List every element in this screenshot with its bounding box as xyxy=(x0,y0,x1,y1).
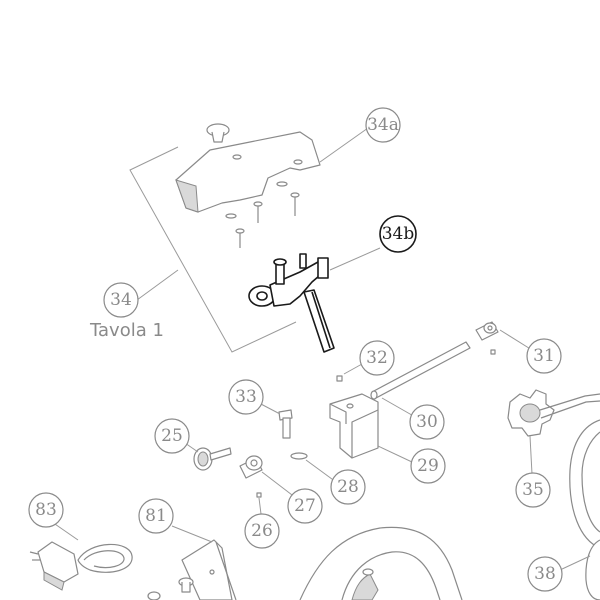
callout-32: 32 xyxy=(359,340,395,376)
part-33-screw xyxy=(258,402,293,439)
callout-38: 38 xyxy=(527,556,563,592)
callout-83-label: 83 xyxy=(35,500,57,520)
callout-29-label: 29 xyxy=(417,456,439,476)
part-34b-arm-assembly xyxy=(248,247,381,353)
callout-35-label: 35 xyxy=(522,480,544,500)
callout-25: 25 xyxy=(154,418,190,454)
group-34-bracket xyxy=(129,146,297,353)
callout-34b-label: 34b xyxy=(382,224,415,244)
callout-38-label: 38 xyxy=(534,564,556,584)
callout-31-label: 31 xyxy=(533,346,555,366)
part-83-power-plug xyxy=(29,521,133,591)
table-label: Tavola 1 xyxy=(90,320,164,341)
callout-29: 29 xyxy=(410,448,446,484)
callout-26: 26 xyxy=(244,513,280,549)
part-32-pin xyxy=(336,363,363,382)
callout-34b: 34b xyxy=(379,215,417,253)
main-housing-bottom xyxy=(299,526,463,600)
callout-81: 81 xyxy=(138,498,174,534)
part-25-screw xyxy=(184,442,232,471)
part-35-knob xyxy=(507,389,600,475)
callout-27: 27 xyxy=(287,488,323,524)
part-31-bushing xyxy=(475,321,533,355)
callout-31: 31 xyxy=(526,338,562,374)
part-28-washer xyxy=(290,452,337,483)
callout-26-label: 26 xyxy=(251,521,273,541)
callout-34-label: 34 xyxy=(110,290,132,310)
part-81-base-plate xyxy=(147,525,237,600)
callout-28: 28 xyxy=(330,469,366,505)
callout-83: 83 xyxy=(28,492,64,528)
callout-30-label: 30 xyxy=(416,412,438,432)
callout-34: 34 xyxy=(103,282,139,318)
callout-81-label: 81 xyxy=(145,506,167,526)
part-34a-cover xyxy=(175,123,369,248)
callout-25-label: 25 xyxy=(161,426,183,446)
callout-34a-label: 34a xyxy=(367,115,399,135)
callout-33-label: 33 xyxy=(235,387,257,407)
callout-32-label: 32 xyxy=(366,348,388,368)
callout-28-label: 28 xyxy=(337,477,359,497)
part-38-housing xyxy=(559,419,600,600)
callout-35: 35 xyxy=(515,472,551,508)
callout-30: 30 xyxy=(409,404,445,440)
callout-33: 33 xyxy=(228,379,264,415)
part-27-spacer xyxy=(239,455,297,499)
part-29-bracket-block xyxy=(329,393,413,463)
callout-34a: 34a xyxy=(365,107,401,143)
part-26-pin xyxy=(256,492,262,515)
callout-27-label: 27 xyxy=(294,496,316,516)
